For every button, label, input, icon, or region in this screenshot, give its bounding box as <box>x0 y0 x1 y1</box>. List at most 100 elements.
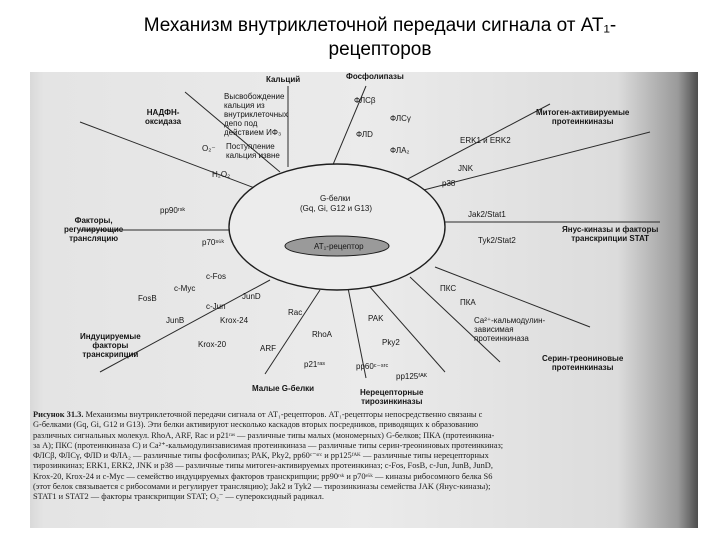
gprotein-ellipse <box>228 163 446 291</box>
ser-thr-kinase-header-line-2: протеинкиназы <box>551 363 614 372</box>
spoke-phospholipase <box>331 85 367 168</box>
diagram-graphics <box>79 85 660 379</box>
tyk2-label: Tyk2/Stat2 <box>478 236 516 245</box>
camk-label: Ca²⁺-кальмодулин- зависимая протеинкиназ… <box>474 316 545 343</box>
transcription-factors-header-line-3: транскрипции <box>82 350 139 359</box>
h2o2-label: H₂O₂ <box>212 170 231 179</box>
calcium-release-line-3: внутриклеточных <box>224 110 288 119</box>
jund-label: JunD <box>242 292 261 301</box>
phospholipase-header: Фосфолипазы <box>346 72 404 81</box>
calcium-release-line-2: кальция из <box>224 101 265 110</box>
calcium-release-line-5: действием ИФ₃ <box>224 128 282 137</box>
translation-header-line-3: трансляцию <box>69 234 119 243</box>
p38-label: p38 <box>442 179 456 188</box>
plc-gamma-label: ФЛСγ <box>390 114 411 123</box>
slide-title-line-2: рецепторов <box>328 39 432 60</box>
caption-line-1: Рисунок 31.3. Механизмы внутриклеточной … <box>33 410 693 420</box>
caption-line-3: различных сигнальных молекул. RhoA, ARF,… <box>33 430 495 440</box>
caption-line-8: (этот белок связывается с рибосомами и р… <box>33 482 491 492</box>
spoke-upper-right <box>401 103 551 183</box>
pp90-label: pp90ʳˢᵏ <box>160 206 186 215</box>
spoke-bottom <box>347 287 367 379</box>
nadph-header-line-1: НАДФН- <box>146 108 180 117</box>
caption-line-2: G-белками (Gq, Gi, G12 и G13). Эти белки… <box>33 420 479 430</box>
pp60-label: pp60ᶜ⁻ˢʳᶜ <box>356 362 389 371</box>
small-g-header: Малые G-белки <box>252 384 315 393</box>
spoke-lower-right <box>434 266 591 328</box>
c-myc-label: c-Myc <box>174 284 196 293</box>
krox-24-label: Krox-24 <box>220 316 249 325</box>
ser-thr-kinase-header-line-1: Серин-треониновые <box>542 354 624 363</box>
pka-label: ПКА <box>460 298 476 307</box>
calcium-entry-line-1: Поступление <box>226 142 275 151</box>
jak-header-line-2: транскрипции STAT <box>571 234 650 243</box>
pkc-label: ПКС <box>440 284 457 293</box>
ser-thr-kinase-header: Серин-треониновые протеинкиназы <box>542 354 623 372</box>
gprotein-label: G-белки <box>320 194 351 203</box>
mapk-header-line-1: Митоген-активируемые <box>536 108 630 117</box>
spoke-lower-left <box>99 279 271 373</box>
c-jun-label: c-Jun <box>206 302 226 311</box>
transcription-factors-header-line-1: Индуцируемые <box>80 332 141 341</box>
spoke-mapk <box>407 131 651 195</box>
p21ras-label: p21ʳᵃˢ <box>304 360 325 369</box>
pla2-label: ФЛА₂ <box>390 146 410 155</box>
nadph-header: НАДФН- оксидаза <box>145 108 181 126</box>
erk-label: ERK1 и ERK2 <box>460 136 511 145</box>
plc-beta-label: ФЛСβ <box>354 96 376 105</box>
calcium-release-text: Высвобождение кальция из внутриклеточных… <box>224 92 288 137</box>
jak-header: Янус-киназы и факторы транскрипции STAT <box>562 225 658 243</box>
slide-title-line-1: Механизм внутриклеточной передачи сигнал… <box>143 15 617 36</box>
pak-label: PAK <box>368 314 384 323</box>
junb-label: JunB <box>166 316 185 325</box>
translation-header-line-2: регулирующие <box>64 225 124 234</box>
calcium-entry-line-2: кальция извне <box>226 151 280 160</box>
rac-label: Rac <box>288 308 303 317</box>
spoke-smallg <box>264 289 321 375</box>
calcium-release-line-4: депо под <box>224 119 258 128</box>
mapk-header-line-2: протеинкиназы <box>551 117 614 126</box>
c-fos-label: c-Fos <box>206 272 226 281</box>
mapk-header: Митоген-активируемые протеинкиназы <box>536 108 629 126</box>
tyrosine-kinase-header-line-1: Нерецепторные <box>360 388 424 397</box>
superoxide-label: O₂⁻ <box>202 144 216 153</box>
slide-title: Механизм внутриклеточной передачи сигнал… <box>100 14 660 62</box>
spoke-right-bottom <box>409 276 501 363</box>
tyrosine-kinase-header: Нерецепторные тирозинкиназы <box>360 388 423 406</box>
receptor-ellipse <box>284 235 390 257</box>
tyrosine-kinase-header-line-2: тирозинкиназы <box>361 397 423 406</box>
camk-label-line-2: зависимая <box>474 325 514 334</box>
pky2-label: Pky2 <box>382 338 400 347</box>
rhoa-label: RhoA <box>312 330 333 339</box>
spoke-bottom-right <box>369 286 446 373</box>
caption-line-6: тирозинкиназ; ERK1, ERK2, JNK и p38 — ра… <box>33 461 493 471</box>
transcription-factors-header: Индуцируемые факторы транскрипции <box>80 332 141 359</box>
caption-line-9: STAT1 и STAT2 — факторы транскрипции STA… <box>33 492 324 502</box>
fosb-label: FosB <box>138 294 157 303</box>
nadph-header-line-2: оксидаза <box>145 117 182 126</box>
receptor-label: АТ₁-рецептор <box>314 242 364 251</box>
translation-header-line-1: Факторы, <box>74 216 113 225</box>
jak-header-line-1: Янус-киназы и факторы <box>562 225 659 234</box>
arf-label: ARF <box>260 344 276 353</box>
pp125-label: pp125ᶠᴬᴷ <box>396 372 428 381</box>
translation-header: Факторы, регулирующие трансляцию <box>64 216 123 243</box>
spoke-nadph <box>184 91 281 173</box>
scanned-figure: АТ₁-рецептор G-белки (Gq, Gi, G12 и G13)… <box>30 72 698 528</box>
jak2-label: Jak2/Stat1 <box>468 210 506 219</box>
transcription-factors-header-line-2: факторы <box>92 341 129 350</box>
caption-figure-label: Рисунок 31.3. <box>33 410 84 419</box>
jnk-label: JNK <box>458 164 474 173</box>
gprotein-subtypes: (Gq, Gi, G12 и G13) <box>300 204 373 213</box>
caption-line-5: ФЛСβ, ФЛСγ, ФЛD и ФЛА₂ — различные типы … <box>33 451 489 461</box>
caption-line-4: за А); ПКС (протеинкиназа С) и Ca²⁺-каль… <box>33 440 504 450</box>
caption-line-1-text: Механизмы внутриклеточной передачи сигна… <box>85 410 483 419</box>
pld-label: ФЛD <box>356 130 373 139</box>
camk-label-line-3: протеинкиназа <box>474 334 529 343</box>
p70-label: p70ˢ⁶ᵏ <box>202 238 225 247</box>
calcium-release-line-1: Высвобождение <box>224 92 285 101</box>
calcium-entry-text: Поступление кальция извне <box>226 142 280 160</box>
caption-line-7: Krox-20, Krox-24 и c-Myc — семейство инд… <box>33 471 493 481</box>
camk-label-line-1: Ca²⁺-кальмодулин- <box>474 316 546 325</box>
krox-20-label: Krox-20 <box>198 340 227 349</box>
